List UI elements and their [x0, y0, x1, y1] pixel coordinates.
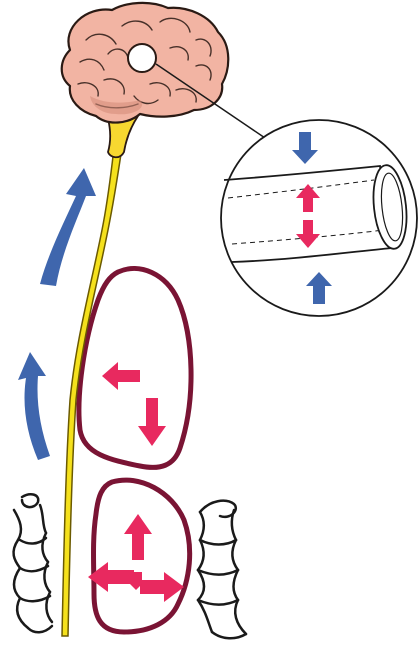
- abdomen-arrow-down: [130, 572, 142, 590]
- magnify-leader-line: [155, 63, 269, 141]
- vessel-pressure-arrows: [292, 132, 332, 304]
- signal-arrow-upper: [40, 168, 96, 286]
- vessel-arrow-pink-up: [296, 184, 320, 212]
- vessel-arrow-blue-bottom: [306, 272, 332, 304]
- left-tube-icon: [12, 493, 54, 634]
- abdomen-arrow-up: [124, 514, 152, 560]
- right-tube-icon: [196, 499, 248, 640]
- abdomen-arrow-left: [88, 562, 134, 592]
- lung-arrow-down: [138, 398, 166, 446]
- vessel-arrow-blue-top: [292, 132, 318, 164]
- lung-arrow-left: [102, 362, 140, 390]
- lung-outline: [76, 266, 194, 470]
- abdomen-arrow-right: [140, 572, 184, 602]
- blood-vessel-icon: [223, 164, 408, 263]
- zoom-marker-circle: [127, 43, 157, 73]
- abdomen-outline: [91, 477, 193, 635]
- spinal-cord: [61, 133, 125, 637]
- magnify-circle: [220, 119, 418, 317]
- signal-arrow-lower: [18, 352, 50, 460]
- vessel-arrow-pink-down: [296, 220, 320, 248]
